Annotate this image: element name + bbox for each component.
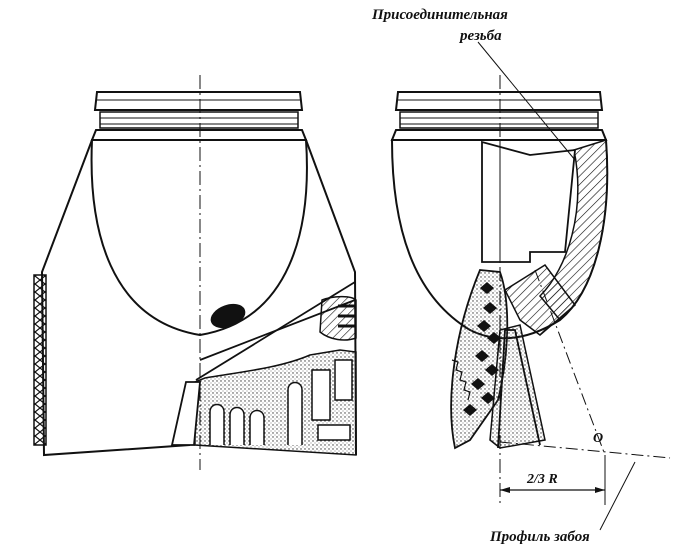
section-view [390, 41, 671, 531]
front-body-left [40, 139, 191, 457]
thread-leader [477, 41, 576, 161]
front-nozzle [210, 303, 246, 329]
point-o-label: O [593, 431, 604, 446]
front-gauge-strip [33, 274, 47, 446]
bottom-profile-label: Профиль забоя [490, 529, 590, 545]
thread-label-line2: резьба [460, 28, 502, 44]
section-pin [390, 91, 608, 141]
profile-leader [599, 461, 636, 531]
front-view [33, 75, 357, 470]
section-hatched-wall [538, 139, 608, 322]
section-journal [504, 263, 577, 336]
cone-axis [534, 269, 606, 456]
dimension-label: 2/3 R [527, 472, 558, 487]
front-pin [90, 91, 308, 141]
bottom-profile-line [499, 441, 671, 459]
thread-label-line1: Присоединительная [372, 7, 508, 23]
front-shank [90, 139, 308, 337]
